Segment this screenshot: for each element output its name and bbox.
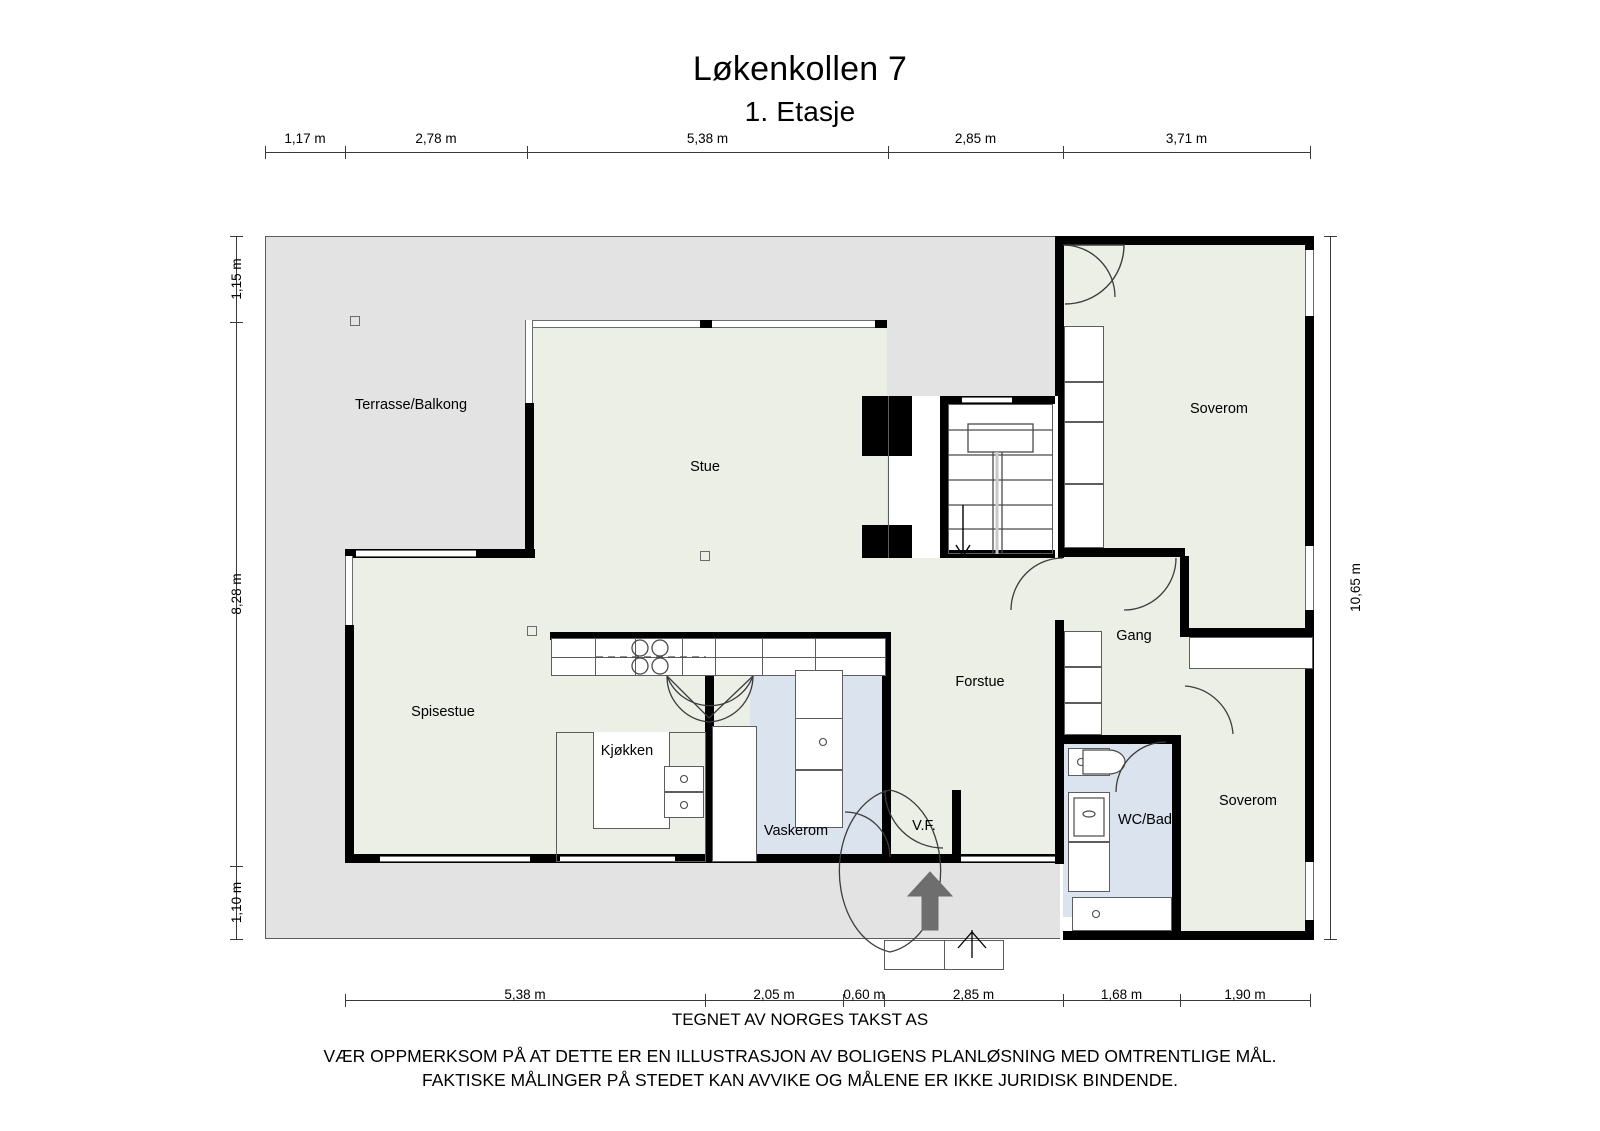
window-spisestue-north	[356, 550, 476, 557]
window-spisestue-south	[380, 856, 530, 862]
dim-top-3: 5,38 m	[686, 131, 729, 146]
room-label-gang: Gang	[1116, 628, 1152, 644]
wall-stair-south	[945, 550, 1055, 558]
dim-bottom-2: 2,05 m	[753, 987, 795, 1002]
dim-bottom-3: 0,60 m	[843, 987, 885, 1002]
kitchen-sink-basin-1	[664, 766, 704, 792]
stair-run	[948, 404, 1053, 554]
kitchen-island-inner-b	[593, 828, 670, 829]
wall-vaskerom-east	[882, 632, 891, 812]
room-fill-soverom-lower	[1180, 635, 1313, 940]
dim-left-1: 1,15 m	[229, 258, 244, 300]
wardrobe-soverom-upper-4	[1064, 484, 1104, 548]
wall-soverom-upper-south	[1055, 548, 1185, 557]
vaskerom-sink	[795, 718, 843, 770]
room-label-stue: Stue	[690, 459, 720, 475]
window-soverom-lower-east	[1305, 862, 1314, 922]
dim-top-5: 3,71 m	[1165, 131, 1208, 146]
wc-cabinet	[1068, 842, 1110, 892]
terrace-edge-left	[265, 236, 266, 939]
vaskerom-cabinet-west	[712, 726, 757, 862]
wardrobe-soverom-upper-2	[1064, 382, 1104, 422]
dim-bottom-4: 2,85 m	[952, 987, 995, 1002]
dim-top-1: 1,17 m	[284, 131, 326, 146]
terrace-post-marker-3	[527, 626, 537, 636]
wc-toilet-tank	[1068, 748, 1110, 776]
wall-wcbad-north	[1063, 735, 1181, 744]
wall-right-wing-east-c	[1305, 610, 1314, 865]
wardrobe-soverom-upper-3	[1064, 422, 1104, 484]
wall-spisestue-west	[345, 625, 354, 863]
wall-stue-top-right-stub	[875, 320, 887, 328]
stair-wall-block-upper	[862, 396, 912, 456]
wall-stair-west	[940, 396, 948, 558]
dim-top-4: 2,85 m	[954, 131, 997, 146]
wall-kitchen-north	[550, 632, 890, 640]
wall-right-wing-north	[1055, 236, 1313, 245]
dim-right-1: 10,65 m	[1348, 563, 1363, 612]
window-soverom-upper-east-a	[1305, 250, 1314, 318]
wardrobe-soverom-lower	[1189, 637, 1313, 669]
window-forstue-south	[960, 856, 1060, 862]
footer-credit: TEGNET AV NORGES TAKST AS	[671, 1010, 929, 1029]
mullion-stue-north	[700, 320, 712, 328]
terrace-edge-bottom	[265, 938, 1060, 939]
room-label-soverom-upper: Soverom	[1189, 401, 1249, 417]
stair-enclosure-edge	[888, 396, 889, 558]
kitchen-island-inner-l	[593, 732, 594, 828]
wardrobe-gang-3	[1064, 703, 1102, 735]
wall-corridor-west	[1055, 236, 1064, 558]
window-stue-west-upper	[525, 320, 533, 405]
wall-right-wing-south	[1063, 931, 1314, 940]
room-label-forstue: Forstue	[955, 674, 1005, 690]
wardrobe-gang-2	[1064, 667, 1102, 703]
wardrobe-gang-1	[1064, 631, 1102, 667]
room-label-soverom-lower: Soverom	[1218, 793, 1278, 809]
dim-left-3: 1,10 m	[229, 881, 244, 924]
page-subtitle: 1. Etasje	[744, 96, 856, 127]
kitchen-island-inner	[593, 732, 669, 828]
wall-gang-east	[1180, 556, 1189, 636]
room-label-wcbad: WC/Bad	[1118, 812, 1172, 828]
window-spisestue-west	[345, 556, 353, 626]
wall-vf-east	[952, 790, 961, 862]
footer-disclaimer-line-1: VÆR OPPMERKSOM PÅ AT DETTE ER EN ILLUSTR…	[323, 1046, 1277, 1066]
dim-bottom-6: 1,90 m	[1224, 987, 1266, 1002]
vaskerom-appliance-2	[795, 770, 843, 828]
footer-disclaimer-line-2: FAKTISKE MÅLINGER PÅ STEDET KAN AVVIKE O…	[422, 1070, 1178, 1090]
room-label-terrasse: Terrasse/Balkong	[354, 397, 468, 413]
dim-left-2: 8,28 m	[229, 573, 244, 615]
entry-stoop-divider	[944, 940, 945, 970]
room-label-vaskerom: Vaskerom	[763, 823, 829, 839]
kitchen-sink-basin-2	[664, 792, 704, 818]
wall-wcbad-east	[1172, 735, 1181, 931]
page-title: Løkenkollen 7	[692, 50, 908, 88]
room-label-spisestue: Spisestue	[411, 704, 475, 720]
kitchen-counter-midline	[551, 657, 886, 658]
dim-top-2: 2,78 m	[415, 131, 457, 146]
dim-bottom-5: 1,68 m	[1100, 987, 1143, 1002]
wall-gang-soverom-lower	[1180, 628, 1313, 637]
terrace-post-marker-1	[350, 316, 360, 326]
wall-forstue-east	[1055, 620, 1064, 864]
wardrobe-soverom-upper-1	[1064, 326, 1104, 382]
terrace-post-marker-2	[700, 551, 710, 561]
stair-wall-block-lower	[862, 525, 912, 558]
dim-bottom-1: 5,38 m	[504, 987, 546, 1002]
wall-right-wing-east-d	[1305, 920, 1314, 940]
wc-vanity	[1068, 792, 1110, 842]
wall-vaskerom-east-lower	[882, 805, 891, 863]
wall-lower-block-south	[345, 854, 1063, 863]
window-stair	[962, 397, 1012, 403]
wall-kitchen-vaskerom	[705, 632, 714, 862]
stair-enclosure-bg	[888, 396, 1058, 558]
room-label-kjokken: Kjøkken	[600, 743, 654, 759]
wall-right-wing-east-b	[1305, 316, 1314, 548]
window-soverom-upper-east-b	[1305, 546, 1314, 612]
wall-stue-west	[525, 403, 534, 553]
wc-bathtub	[1072, 897, 1172, 931]
room-label-vf: V.F.	[912, 818, 936, 834]
terrace-edge-top	[265, 236, 1060, 237]
